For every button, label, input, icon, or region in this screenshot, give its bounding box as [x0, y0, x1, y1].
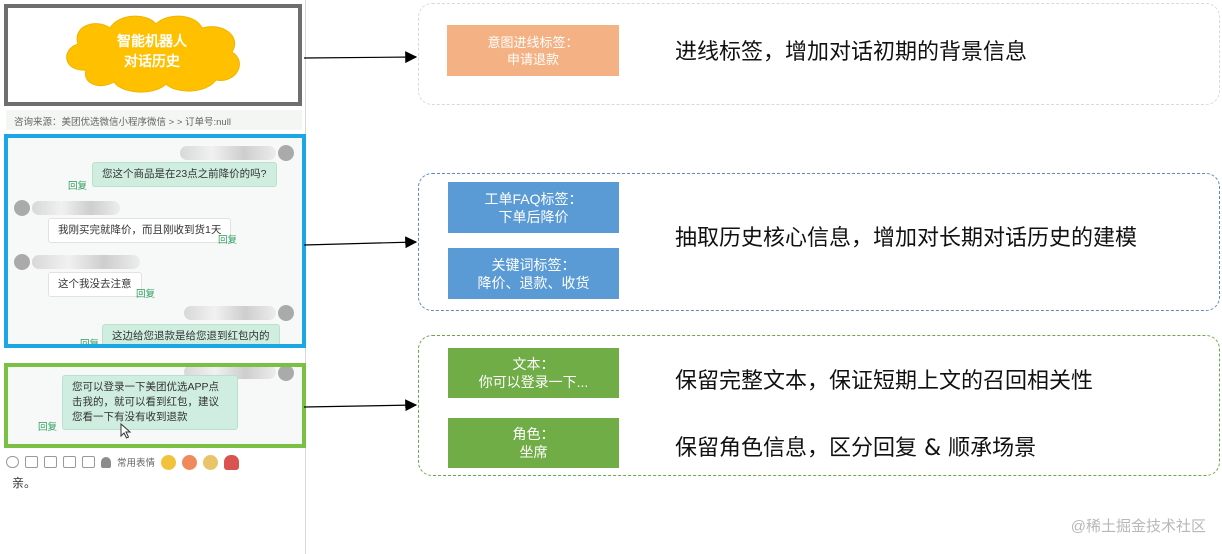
chat-toolbar: 常用表情 — [6, 452, 302, 472]
faq-tag-box: 工单FAQ标签： 下单后降价 — [448, 182, 619, 233]
arrow-history-to-panel-2 — [303, 236, 418, 249]
tag-value: 你可以登录一下... — [478, 374, 589, 390]
panel-1-description: 进线标签，增加对话初期的背景信息 — [675, 40, 1028, 65]
keyword-tag-box: 关键词标签： 降价、退款、收货 — [448, 248, 619, 299]
blurred-username — [180, 146, 276, 160]
tag-title: 关键词标签： — [491, 256, 576, 273]
note-icon[interactable] — [82, 456, 95, 468]
intent-tag-box: 意图进线标签： 申请退款 — [447, 25, 619, 76]
panel-intent-tag — [418, 3, 1220, 105]
heart-eyes-emoji-icon[interactable] — [182, 454, 198, 470]
panel-2-description: 抽取历史核心信息，增加对长期对话历史的建模 — [675, 226, 1138, 251]
avatar — [278, 367, 294, 381]
inquiry-source-line: 咨询来源：美团优选微信小程序微信 > > 订单号:null — [6, 110, 302, 130]
connector-arrows — [303, 51, 418, 412]
tag-title: 工单FAQ标签： — [484, 190, 583, 207]
cloud-title-line-1: 智能机器人 — [117, 33, 187, 49]
watermark: @稀土掘金技术社区 — [1070, 518, 1206, 535]
reply-link[interactable]: 回复 — [38, 422, 58, 433]
blurred-username — [32, 201, 120, 215]
tag-value: 申请退款 — [506, 51, 559, 67]
tag-title: 文本： — [512, 356, 555, 372]
emoji-icon[interactable] — [6, 456, 19, 468]
message-bubble-user: 我刚买完就降价，而且刚收到货1天 — [48, 218, 232, 243]
panel-history-tags — [418, 173, 1220, 311]
message-bubble-agent: 您这个商品是在23点之前降价的吗? — [92, 162, 277, 187]
reply-link[interactable]: 回复 — [218, 235, 238, 246]
blurred-username — [32, 255, 140, 269]
reply-link[interactable]: 回复 — [136, 289, 156, 300]
reply-link[interactable]: 回复 — [68, 181, 88, 192]
cloud-title-line-2: 对话历史 — [124, 53, 180, 69]
text-tag-box: 文本： 你可以登录一下... — [448, 348, 619, 398]
tag-value: 下单后降价 — [498, 208, 569, 225]
user-icon[interactable] — [101, 456, 111, 468]
avatar — [14, 254, 30, 270]
tag-value: 坐席 — [519, 444, 548, 460]
panel-3-description-role: 保留角色信息，区分回复 & 顺承场景 — [675, 436, 1037, 461]
smile-emoji-icon[interactable] — [161, 454, 177, 470]
message-bubble-agent-recent: 您可以登录一下美团优选APP点击我的，就可以看到红包，建议您看一下有没有收到退款 — [62, 375, 238, 430]
blurred-username — [184, 306, 276, 320]
common-emoji-label[interactable]: 常用表情 — [117, 458, 156, 469]
image-icon[interactable] — [25, 456, 38, 468]
tag-title: 角色： — [512, 426, 555, 442]
panel-3-description-text: 保留完整文本，保证短期上文的召回相关性 — [675, 369, 1094, 394]
cloud-shape — [66, 15, 240, 93]
chat-input[interactable]: 亲。 — [12, 476, 37, 490]
tag-value: 降价、退款、收货 — [477, 274, 590, 291]
chat-panel: 智能机器人 对话历史 咨询来源：美团优选微信小程序微信 > > 订单号:null… — [0, 0, 306, 554]
shy-emoji-icon[interactable] — [203, 454, 219, 470]
long-history-box: 您这个商品是在23点之前降价的吗? 回复 我刚买完就降价，而且刚收到货1天 回复… — [4, 134, 306, 348]
avatar — [278, 145, 294, 161]
tag-title: 意图进线标签： — [487, 34, 579, 50]
message-bubble-agent: 这边给您退款是给您退到红包内的 — [102, 324, 280, 344]
message-bubble-user: 这个我没去注意 — [48, 272, 142, 297]
arrow-title-to-panel-1 — [303, 51, 418, 64]
rose-emoji-icon[interactable] — [224, 454, 240, 470]
arrow-recent-to-panel-3 — [303, 399, 418, 412]
mouse-cursor-icon — [120, 423, 132, 439]
reply-link[interactable]: 回复 — [80, 339, 100, 348]
share-icon[interactable] — [44, 456, 57, 468]
panel-recent-text — [418, 335, 1220, 476]
role-tag-box: 角色： 坐席 — [448, 418, 619, 468]
avatar — [278, 305, 294, 321]
mail-icon[interactable] — [63, 456, 76, 468]
avatar — [14, 200, 30, 216]
recent-message-box: 您可以登录一下美团优选APP点击我的，就可以看到红包，建议您看一下有没有收到退款… — [4, 363, 306, 448]
